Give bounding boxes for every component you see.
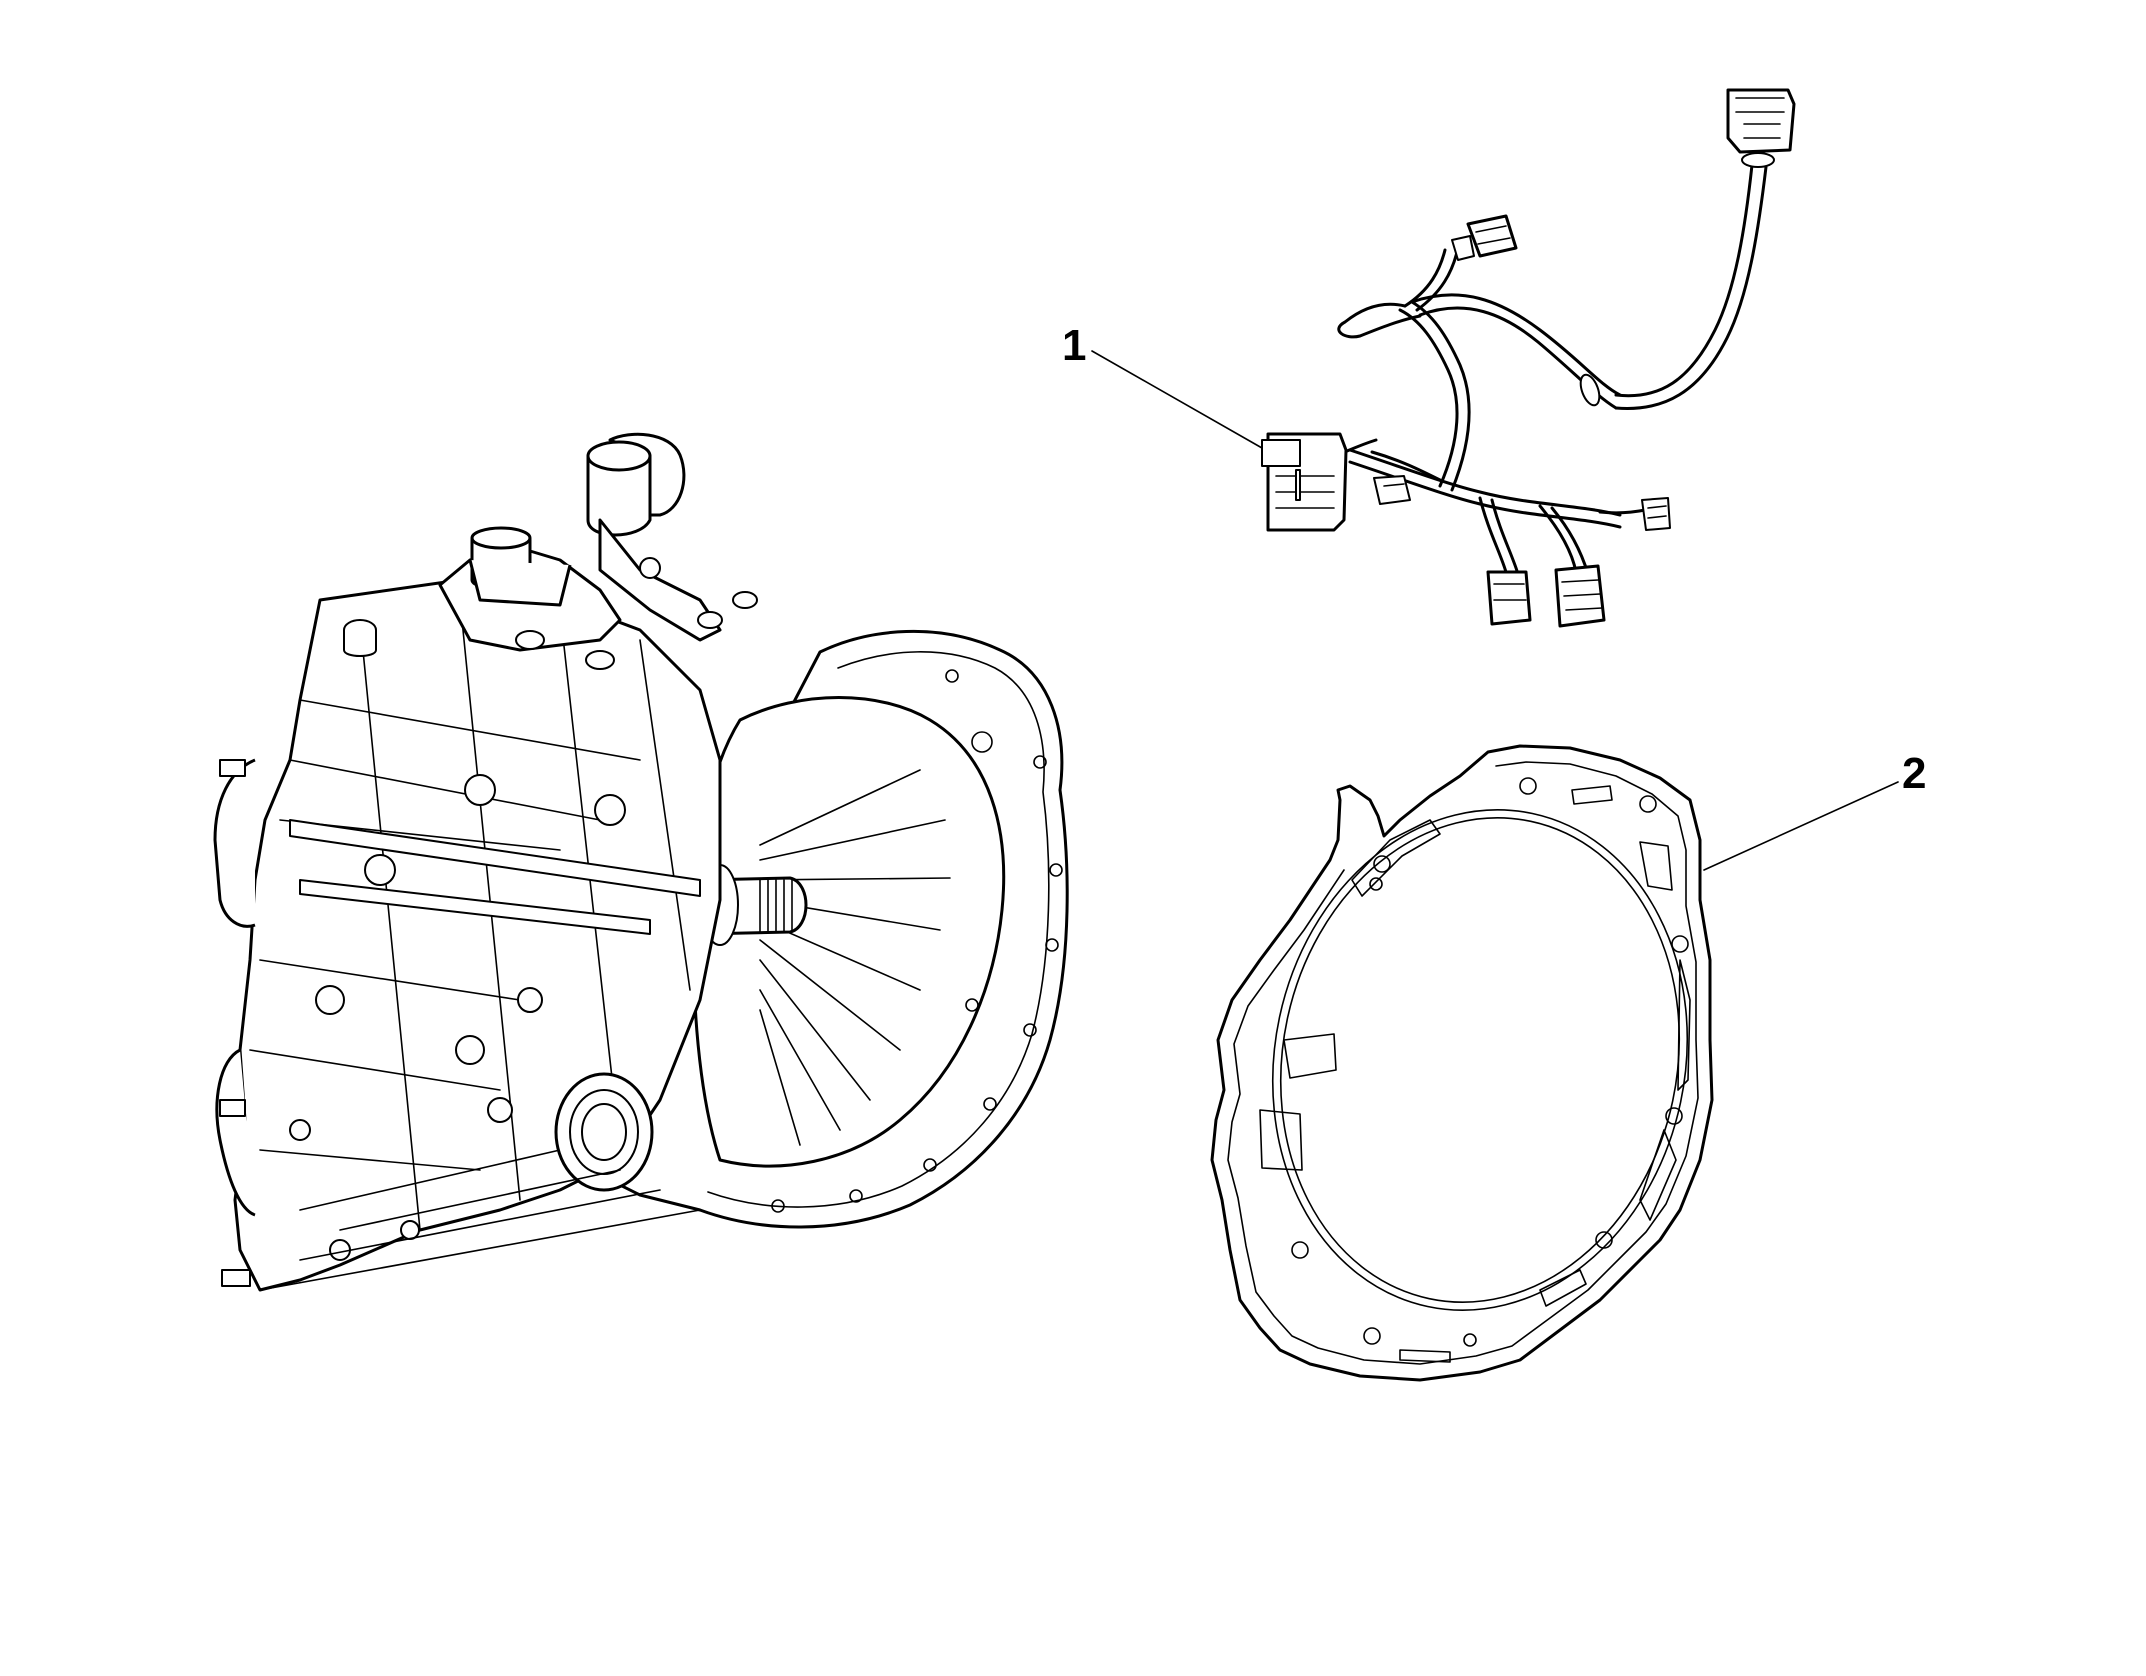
wiring-harness-icon [1261, 88, 1796, 628]
bellhousing-gasket-icon [1210, 744, 1714, 1382]
leader-line-2 [1703, 781, 1899, 871]
callout-2: 2 [1902, 749, 1927, 798]
leader-line-1 [1091, 350, 1263, 449]
callout-1: 1 [1062, 321, 1087, 370]
transmission-assembly-icon [213, 432, 1069, 1292]
